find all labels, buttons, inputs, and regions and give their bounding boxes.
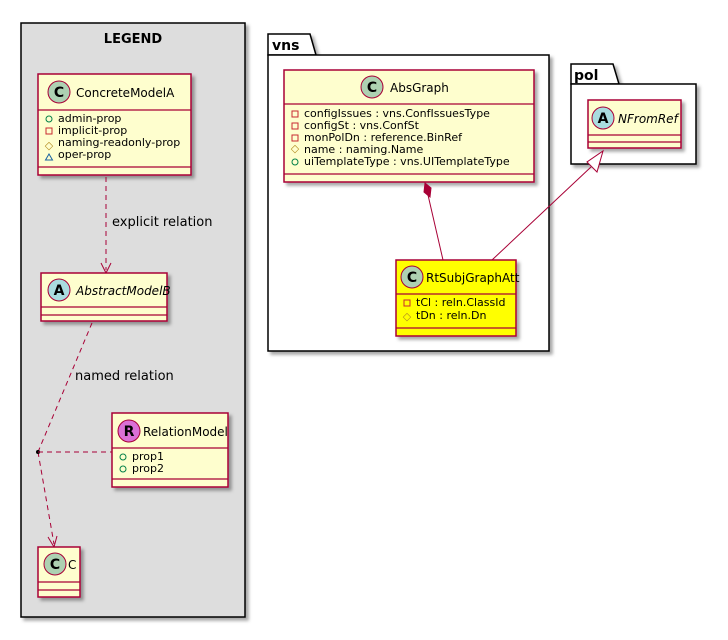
class-c[interactable]: C C: [37, 546, 81, 598]
inheritance-triangle-icon: [586, 149, 604, 173]
class-circle-icon: [43, 552, 67, 576]
attr-prop2: prop2: [132, 462, 164, 475]
attr-config-issues: configIssues : vns.ConfIssuesType: [304, 107, 490, 120]
relation-circle-icon: [117, 419, 141, 443]
private-visibility-icon: [291, 122, 299, 130]
attr-naming-readonly-prop: naming-readonly-prop: [58, 136, 180, 149]
attr-name: name : naming.Name: [304, 143, 424, 156]
public-visibility-icon: [45, 115, 53, 123]
class-name: RtSubjGraphAtt: [426, 271, 520, 285]
class-name: C: [68, 558, 76, 572]
attr-config-st: configSt : vns.ConfSt: [304, 119, 420, 132]
class-name: AbstractModelB: [75, 284, 171, 298]
attr-oper-prop: oper-prop: [58, 148, 111, 161]
abstract-circle-icon: [47, 278, 71, 302]
attr-prop1: prop1: [132, 450, 164, 463]
class-circle-icon: [360, 75, 384, 99]
inheritance-edge: [491, 149, 604, 261]
stereotype-letter: C: [50, 557, 60, 573]
private-visibility-icon: [291, 134, 299, 142]
attr-mon-pol-dn: monPolDn : reference.BinRef: [304, 131, 463, 144]
package-title: pol: [574, 68, 598, 84]
attr-tcl: tCl : reln.ClassId: [416, 296, 506, 309]
public-visibility-icon: [119, 453, 127, 461]
private-visibility-icon: [45, 127, 53, 135]
class-absgraph[interactable]: C AbsGraph ◇ configIssues : vns.ConfIssu…: [283, 69, 535, 183]
protected-visibility-icon: ◇: [45, 139, 54, 152]
attr-tdn: tDn : reln.Dn: [416, 309, 486, 322]
stereotype-letter: R: [124, 424, 135, 440]
legend-title: LEGEND: [104, 32, 163, 47]
class-rtsubjgraphatt[interactable]: C RtSubjGraphAtt ◇ tCl : reln.ClassId tD…: [395, 259, 520, 337]
named-relation-label: named relation: [75, 369, 174, 384]
explicit-relation-label: explicit relation: [112, 215, 212, 230]
public-visibility-icon: [119, 465, 127, 473]
composition-edge: [423, 182, 444, 261]
class-circle-icon: [400, 265, 424, 289]
class-concrete-model-a[interactable]: C ConcreteModelA ◇ admin-prop implicit-p…: [37, 73, 192, 176]
stereotype-letter: C: [54, 85, 64, 101]
composition-diamond-icon: [423, 182, 432, 198]
stereotype-letter: A: [598, 111, 609, 127]
class-name: RelationModel: [143, 425, 228, 439]
package-title: vns: [272, 38, 299, 54]
named-relation-edge: named relation: [36, 322, 174, 549]
protected-visibility-icon: ◇: [403, 310, 412, 323]
package-visibility-icon: [44, 153, 54, 161]
public-visibility-icon: [291, 158, 299, 166]
class-nfromref[interactable]: A NFromRef: [587, 99, 682, 149]
private-visibility-icon: [291, 110, 299, 118]
stereotype-letter: C: [407, 270, 417, 286]
private-visibility-icon: [403, 299, 411, 307]
stereotype-letter: A: [54, 283, 65, 299]
class-abstract-model-b[interactable]: A AbstractModelB: [40, 272, 171, 322]
protected-visibility-icon: ◇: [291, 142, 300, 155]
class-name: NFromRef: [618, 112, 680, 126]
abstract-circle-icon: [591, 106, 615, 130]
class-name: ConcreteModelA: [76, 86, 175, 100]
attr-admin-prop: admin-prop: [58, 112, 121, 125]
stereotype-letter: C: [367, 80, 377, 96]
class-relation-model[interactable]: R RelationModel prop1 prop2: [111, 412, 229, 488]
class-name: AbsGraph: [390, 81, 449, 95]
attr-implicit-prop: implicit-prop: [58, 124, 127, 137]
class-circle-icon: [47, 80, 71, 104]
attr-ui-template-type: uiTemplateType : vns.UITemplateType: [304, 155, 510, 168]
